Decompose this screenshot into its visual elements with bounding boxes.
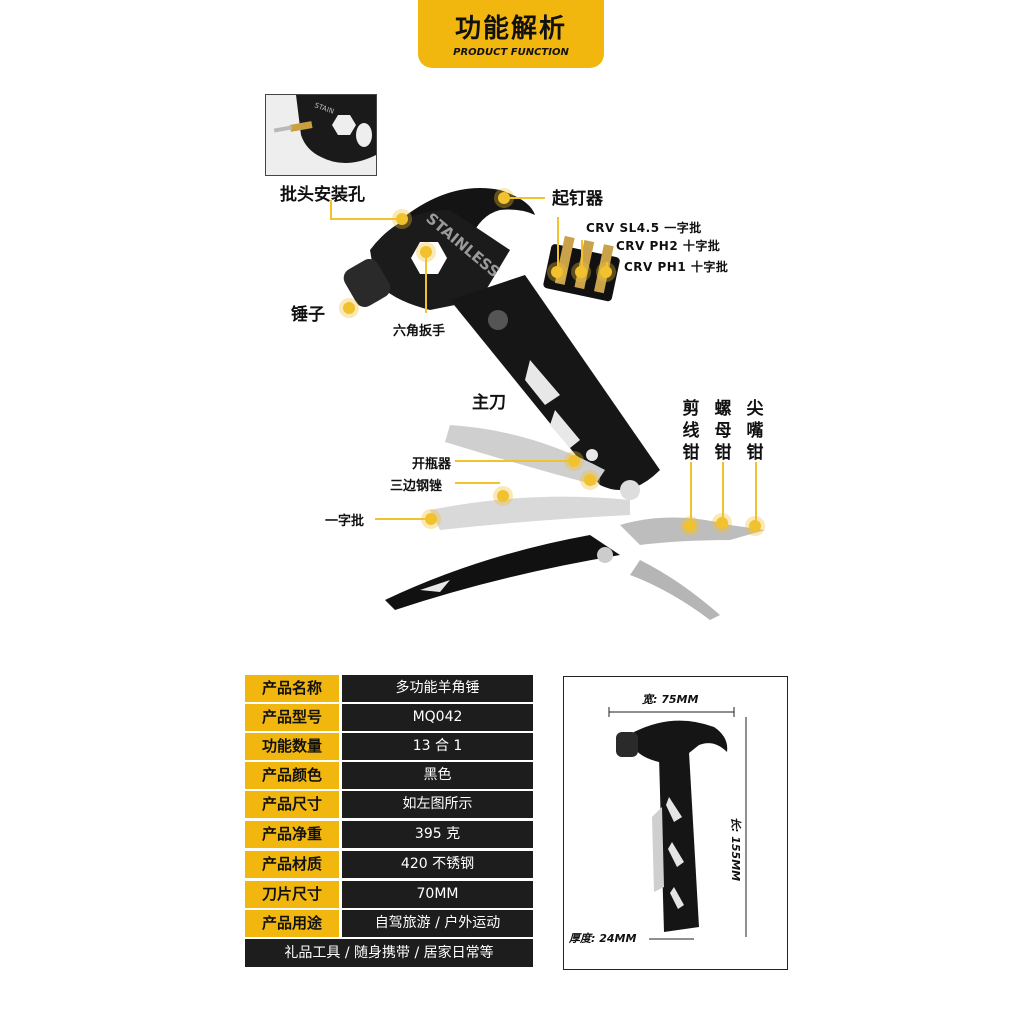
callout-line-flat: [375, 518, 425, 520]
bit-hole-detail-image: STAIN: [265, 94, 377, 176]
callout-line-bit-hole: [330, 200, 332, 218]
spec-row: 产品名称 多功能羊角锤: [245, 675, 533, 702]
label-bottle-opener: 开瓶器: [412, 457, 452, 472]
callout-dot-hex: [420, 246, 432, 258]
label-main-knife: 主刀: [472, 393, 506, 413]
spec-key: 产品型号: [245, 704, 339, 731]
callout-dot-crv1: [551, 266, 563, 278]
spec-row: 刀片尺寸 70MM: [245, 881, 533, 908]
spec-value: 多功能羊角锤: [342, 675, 533, 702]
spec-row: 功能数量 13 合 1: [245, 733, 533, 760]
spec-row: 产品尺寸 如左图所示: [245, 791, 533, 818]
spec-key: 产品净重: [245, 821, 339, 848]
label-nut-plier: 螺母钳: [714, 399, 732, 463]
spec-value: 70MM: [342, 881, 533, 908]
callout-dot-crv2: [575, 266, 587, 278]
dimensions-panel: 宽: 75MM 长: 155MM 厚度: 24MM: [563, 676, 788, 970]
spec-row: 产品型号 MQ042: [245, 704, 533, 731]
callout-dot-nut: [716, 517, 728, 529]
spec-row: 产品净重 395 克: [245, 821, 533, 848]
dimension-thickness: 厚度: 24MM: [569, 932, 637, 945]
label-bit-hole: 批头安装孔: [280, 185, 365, 205]
spec-key: 产品材质: [245, 851, 339, 878]
callout-line-crv1: [557, 217, 559, 269]
spec-value: 13 合 1: [342, 733, 533, 760]
spec-value: 自驾旅游 / 户外运动: [342, 910, 533, 937]
spec-key: 功能数量: [245, 733, 339, 760]
dimension-width: 宽: 75MM: [642, 693, 699, 706]
label-crv-ph1: CRV PH1 十字批: [624, 260, 729, 274]
callout-line-bit-hole-h: [330, 218, 400, 220]
callout-line-file: [455, 482, 500, 484]
spec-value: 黑色: [342, 762, 533, 789]
spec-footer: 礼品工具 / 随身携带 / 居家日常等: [245, 939, 533, 967]
callout-dot-hammer: [343, 302, 355, 314]
callout-dot-knife: [568, 455, 580, 467]
label-claw: 起钉器: [552, 189, 603, 209]
spec-key: 产品名称: [245, 675, 339, 702]
callout-line-claw: [505, 197, 545, 199]
callout-dot-file: [497, 490, 509, 502]
callout-line-hex: [425, 258, 427, 313]
callout-dot-opener: [584, 474, 596, 486]
header-banner: 功能解析 PRODUCT FUNCTION: [418, 0, 604, 68]
callout-dot-cutter: [684, 520, 696, 532]
label-crv-ph2: CRV PH2 十字批: [616, 239, 721, 253]
spec-key: 刀片尺寸: [245, 881, 339, 908]
spec-value: 如左图所示: [342, 791, 533, 818]
callout-dot-flat: [425, 513, 437, 525]
callout-line-needle: [755, 462, 757, 522]
label-wire-cutter: 剪线钳: [682, 399, 700, 463]
callout-dot-crv3: [600, 266, 612, 278]
callout-line-cutter: [690, 462, 692, 520]
label-file: 三边钢锉: [390, 479, 443, 494]
spec-key: 产品颜色: [245, 762, 339, 789]
label-hex-wrench: 六角扳手: [393, 324, 446, 339]
callout-line-nut: [722, 462, 724, 517]
banner-title: 功能解析: [454, 14, 567, 44]
label-flat-driver: 一字批: [325, 514, 365, 529]
callout-line-crv2: [581, 240, 583, 268]
callout-line-knife: [455, 460, 573, 462]
spec-row: 产品材质 420 不锈钢: [245, 851, 533, 878]
label-crv-sl: CRV SL4.5 一字批: [586, 221, 702, 235]
spec-value: 420 不锈钢: [342, 851, 533, 878]
label-hammer: 锤子: [291, 305, 325, 325]
callout-dot-bit-hole: [396, 213, 408, 225]
spec-row: 产品用途 自驾旅游 / 户外运动: [245, 910, 533, 937]
dimension-length: 长: 155MM: [729, 817, 742, 882]
spec-key: 产品用途: [245, 910, 339, 937]
spec-row: 产品颜色 黑色: [245, 762, 533, 789]
spec-key: 产品尺寸: [245, 791, 339, 818]
callout-dot-claw: [498, 192, 510, 204]
spec-value: MQ042: [342, 704, 533, 731]
spec-value: 395 克: [342, 821, 533, 848]
callout-dot-needle: [749, 520, 761, 532]
label-needle-nose: 尖嘴钳: [746, 399, 764, 463]
banner-subtitle: PRODUCT FUNCTION: [453, 47, 569, 58]
